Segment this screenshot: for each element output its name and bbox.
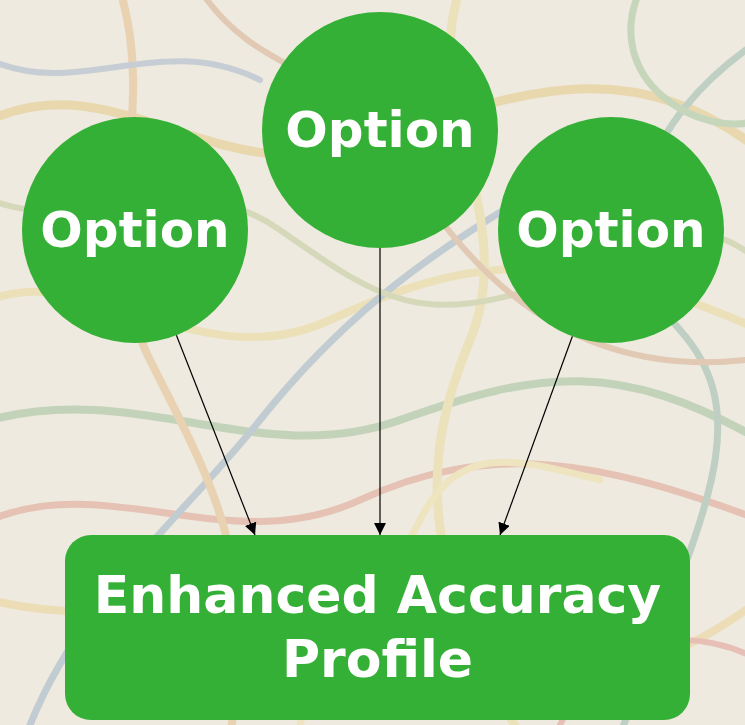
option-label: Option [285,100,474,161]
profile-label: Enhanced Accuracy Profile [83,564,672,691]
option-circle: Option [498,117,724,343]
arrow-connector [176,335,255,535]
option-circle: Option [22,117,248,343]
option-label: Option [40,200,229,261]
option-label: Option [516,200,705,261]
arrow-connector [379,248,380,535]
arrow-connector [500,336,572,535]
profile-box: Enhanced Accuracy Profile [65,535,690,720]
option-circle: Option [262,12,498,248]
